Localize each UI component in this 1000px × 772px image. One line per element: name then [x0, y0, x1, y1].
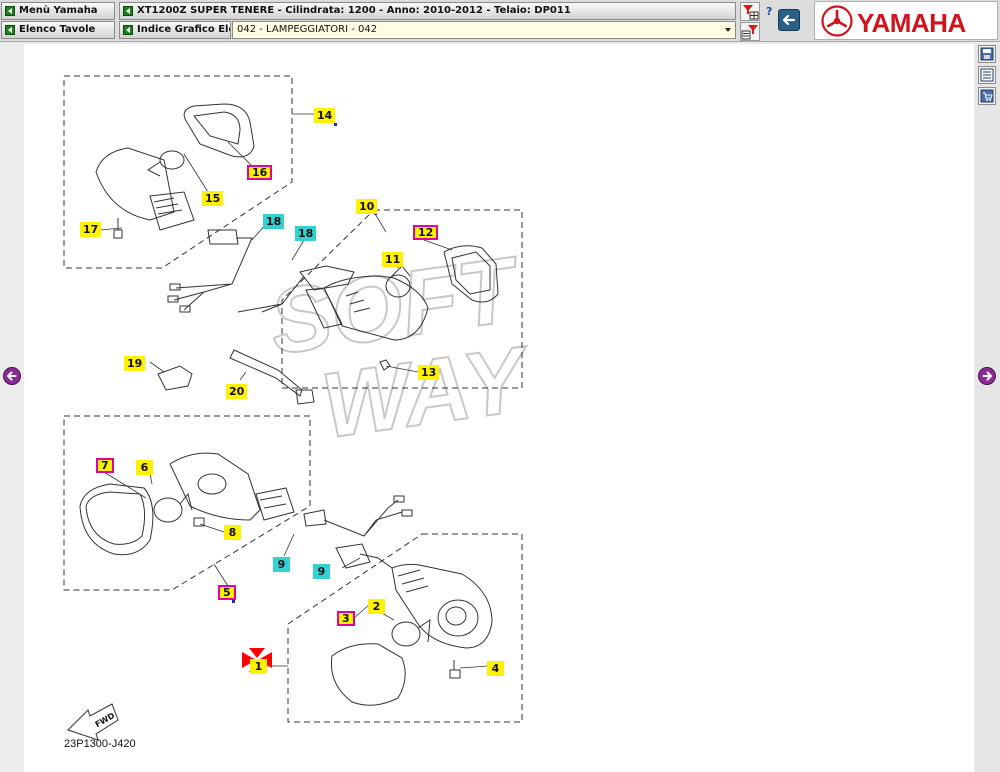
- part-label-3[interactable]: 3: [337, 611, 355, 626]
- part-label-16[interactable]: 16: [247, 165, 273, 180]
- header-bar: Menù Yamaha Elenco Tavole Indice Grafico…: [0, 0, 1000, 42]
- anchor-marker: [232, 600, 235, 603]
- back-arrow-icon: [123, 25, 133, 35]
- indice-grafico-label: Indice Grafico Elettrico: [137, 24, 230, 35]
- previous-table-button[interactable]: [3, 367, 21, 385]
- part-label-9a[interactable]: 9: [273, 557, 290, 572]
- part-label-2[interactable]: 2: [368, 599, 385, 614]
- part-label-13[interactable]: 13: [418, 365, 440, 380]
- part-label-20[interactable]: 20: [226, 384, 248, 399]
- vehicle-info-bar: XT1200Z SUPER TENERE - Cilindrata: 1200 …: [119, 2, 736, 20]
- anchor-marker: [334, 123, 337, 126]
- front-right-indicator: [330, 543, 493, 706]
- exploded-diagram: SOFT WAY: [24, 44, 974, 772]
- group-box-front-left: [63, 415, 311, 591]
- part-label-1[interactable]: 1: [250, 659, 267, 674]
- back-arrow-icon: [5, 6, 15, 16]
- part-label-5[interactable]: 5: [218, 585, 236, 600]
- list-icon: [980, 68, 994, 82]
- part-label-14[interactable]: 14: [314, 108, 336, 123]
- part-label-18b[interactable]: 18: [295, 226, 317, 241]
- diagram-drawing: SOFT WAY: [63, 75, 540, 741]
- tuning-fork-emblem-icon: [821, 5, 853, 37]
- next-table-button[interactable]: [978, 367, 996, 385]
- elenco-tavole-label: Elenco Tavole: [19, 24, 96, 35]
- elenco-tavole-button[interactable]: Elenco Tavole: [1, 21, 115, 39]
- part-label-7[interactable]: 7: [96, 458, 114, 473]
- filter-grid-button[interactable]: [740, 2, 760, 21]
- parts-list-button[interactable]: [978, 66, 996, 84]
- chevron-down-icon: [725, 28, 731, 32]
- cart-icon: [980, 89, 994, 103]
- group-box-front-right: [287, 533, 523, 723]
- floppy-icon: [980, 47, 994, 61]
- clip-and-tie: [157, 349, 315, 405]
- part-label-12[interactable]: 12: [413, 225, 439, 240]
- arrow-left-icon: [782, 14, 796, 26]
- yamaha-brand-text: YAMAHA: [857, 8, 966, 38]
- part-label-6[interactable]: 6: [136, 460, 153, 475]
- save-page-button[interactable]: [978, 45, 996, 63]
- filter-list-button[interactable]: [740, 22, 760, 41]
- indice-grafico-button[interactable]: Indice Grafico Elettrico: [119, 21, 231, 39]
- front-left-indicator: [79, 452, 413, 556]
- back-arrow-icon: [5, 25, 15, 35]
- rear-right-indicator: [237, 245, 499, 371]
- yamaha-logo: YAMAHA: [814, 1, 998, 40]
- filter-list-icon: [741, 25, 758, 40]
- part-label-4[interactable]: 4: [487, 661, 504, 676]
- leader-lines: [99, 113, 489, 669]
- right-toolbar: [975, 44, 1000, 772]
- back-button[interactable]: [778, 9, 800, 31]
- vehicle-info-text: XT1200Z SUPER TENERE - Cilindrata: 1200 …: [137, 5, 571, 16]
- cart-button[interactable]: [978, 87, 996, 105]
- part-label-19[interactable]: 19: [124, 356, 146, 371]
- diagram-reference-code: 23P1300-J420: [64, 738, 136, 750]
- part-label-9b[interactable]: 9: [313, 564, 330, 579]
- part-label-17[interactable]: 17: [80, 222, 102, 237]
- group-box-rear-left: [63, 75, 293, 269]
- part-label-10[interactable]: 10: [356, 199, 378, 214]
- menu-yamaha-label: Menù Yamaha: [19, 5, 98, 16]
- table-select-value: 042 - LAMPEGGIATORI - 042: [237, 24, 378, 35]
- filter-grid-icon: [743, 5, 759, 20]
- part-label-8[interactable]: 8: [224, 525, 241, 540]
- part-label-11[interactable]: 11: [382, 252, 404, 267]
- forward-direction-arrow: [67, 703, 119, 741]
- help-icon[interactable]: ?: [766, 5, 773, 18]
- table-select[interactable]: 042 - LAMPEGGIATORI - 042: [232, 21, 736, 39]
- menu-yamaha-button[interactable]: Menù Yamaha: [1, 2, 115, 20]
- arrow-left-icon: [7, 371, 17, 381]
- back-arrow-icon: [123, 6, 133, 16]
- rear-left-indicator: [95, 103, 255, 313]
- part-label-18a[interactable]: 18: [263, 214, 285, 229]
- arrow-right-icon: [982, 371, 992, 381]
- part-label-15[interactable]: 15: [202, 191, 224, 206]
